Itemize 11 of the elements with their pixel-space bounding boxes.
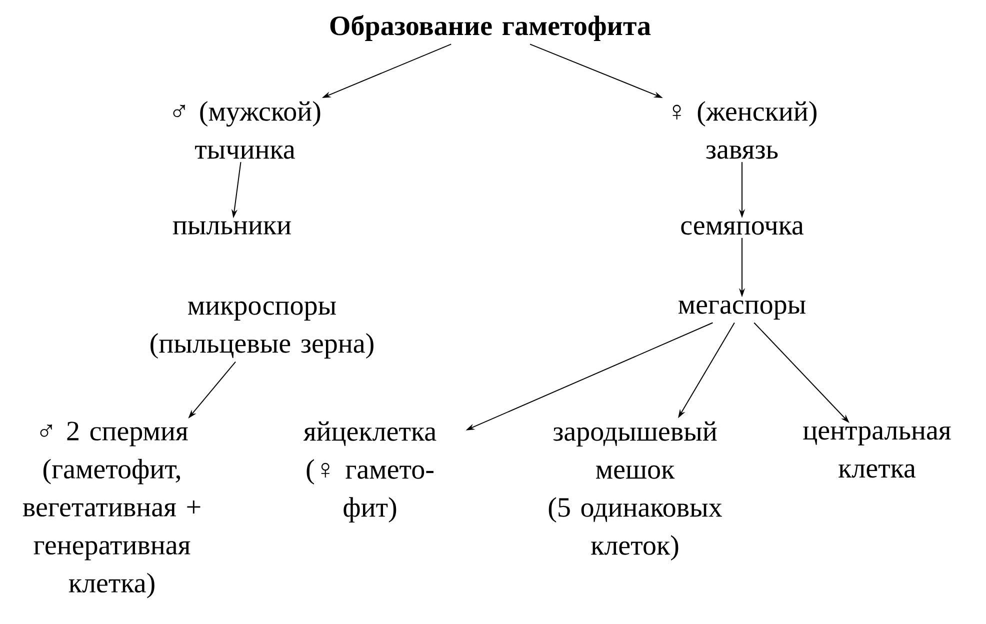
node-label: мегаспоры xyxy=(678,300,806,320)
node-label: микроспоры (пыльцевые зерна) xyxy=(150,301,374,359)
node-label: ♂ 2 спермия (гаметофит, вегетативная + генеративная клетка) xyxy=(22,422,200,598)
node-label: пыльники xyxy=(172,221,291,235)
node-label: семяпочка xyxy=(681,221,804,235)
node-label: яйцеклетка (♀ гамето- фит) xyxy=(304,421,436,523)
node-label: ♂ (мужской) тычинка xyxy=(173,101,320,159)
diagram-title: Образование гаметофита xyxy=(330,15,651,41)
node-label: ♀ (женский) завязь xyxy=(672,101,816,159)
node-label: центральная клетка xyxy=(803,426,951,478)
node-label: зародышевый мешок (5 одинаковых клеток) xyxy=(548,421,722,561)
